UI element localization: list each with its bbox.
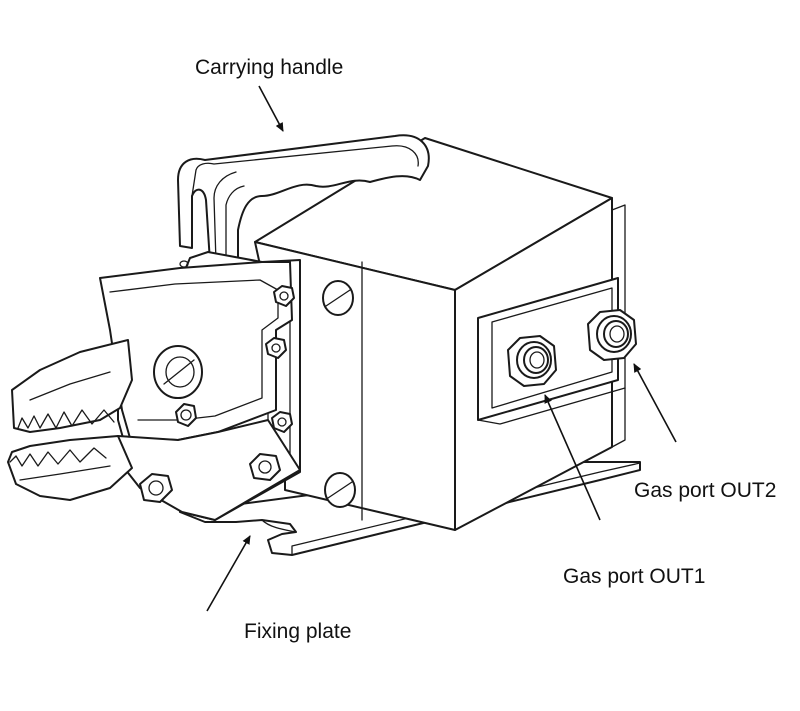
nut-icon — [249, 453, 281, 481]
screw-icon — [322, 280, 354, 316]
label-gas-port-out2: Gas port OUT2 — [634, 479, 776, 502]
nut-icon — [265, 337, 287, 359]
leader-gas-port-out2 — [633, 363, 677, 443]
leader-carrying-handle — [258, 85, 284, 132]
label-carrying-handle: Carrying handle — [195, 56, 343, 79]
nut-icon — [175, 403, 197, 427]
leader-fixing-plate — [206, 535, 251, 612]
main-housing — [254, 137, 626, 531]
gas-port-out1-fitting — [507, 335, 557, 387]
label-gas-port-out1: Gas port OUT1 — [563, 565, 705, 588]
crimping-head — [7, 251, 301, 521]
gas-port-out2-fitting — [587, 309, 637, 361]
leader-gas-port-out1 — [544, 394, 601, 521]
screw-icon — [324, 472, 356, 508]
label-fixing-plate: Fixing plate — [244, 620, 351, 643]
nut-icon — [273, 285, 295, 307]
nut-icon — [139, 473, 173, 503]
